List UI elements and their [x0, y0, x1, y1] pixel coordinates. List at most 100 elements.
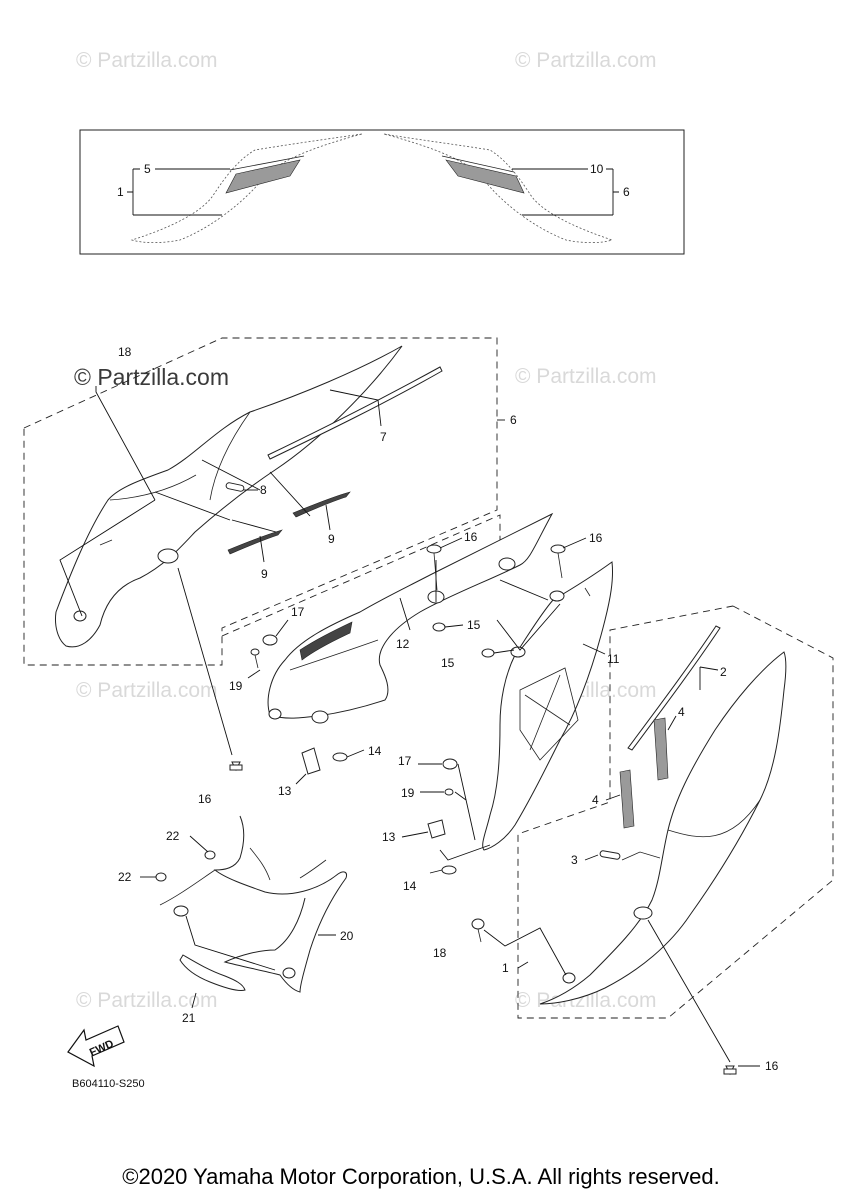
grommet-14-a [332, 752, 348, 762]
callout-9: 9 [328, 532, 335, 546]
leader-line [582, 643, 606, 655]
grommet-14-b [441, 865, 457, 875]
callout-13: 13 [278, 784, 292, 798]
callout-4: 4 [678, 705, 685, 719]
leader-line [201, 459, 311, 517]
collar-17-a [262, 634, 278, 646]
leader-line [605, 794, 621, 801]
leader-line [189, 835, 209, 853]
leader-line [584, 854, 599, 861]
callout-1: 1 [502, 961, 509, 975]
callout-16: 16 [765, 1059, 779, 1073]
leader-line [512, 168, 619, 216]
emblem-9-lower [227, 529, 283, 555]
leader-line [59, 499, 156, 617]
callout-6: 6 [510, 413, 517, 427]
collar-17-b [442, 758, 458, 770]
trim-strip-7 [267, 366, 443, 460]
leader-line [325, 504, 331, 531]
watermark: © Partzilla.com [76, 49, 218, 72]
side-cover-6 [55, 345, 403, 648]
under-cowl-bracket-20 [159, 815, 347, 993]
callout-4: 4 [592, 793, 599, 807]
callout-6: 6 [623, 185, 630, 199]
callout-9: 9 [261, 567, 268, 581]
callout-2: 2 [720, 665, 727, 679]
diagram-code: B604110-S250 [72, 1078, 145, 1090]
leader-line [699, 666, 719, 690]
hose-21 [179, 954, 246, 991]
copyright-notice: ©2020 Yamaha Motor Corporation, U.S.A. A… [122, 1164, 719, 1189]
screw-22-b [155, 872, 167, 882]
nut-13-a [301, 747, 321, 775]
group-outline-cover-6 [23, 337, 498, 666]
callout-18: 18 [433, 946, 447, 960]
callout-1: 1 [117, 185, 124, 199]
callout-19: 19 [229, 679, 243, 693]
leader-line [329, 389, 382, 427]
grommet-15-a [432, 622, 446, 632]
nut-13-b [427, 819, 446, 839]
leader-line [259, 535, 265, 563]
bolt-19-b [444, 788, 454, 796]
side-cover-1 [539, 651, 787, 1005]
callout-16: 16 [198, 792, 212, 806]
leader-line [95, 386, 156, 501]
callout-13: 13 [382, 830, 396, 844]
leader-line [517, 961, 529, 969]
emblem-9-upper [292, 491, 351, 518]
callout-3: 3 [571, 853, 578, 867]
group-outline-cover-1 [517, 605, 834, 1019]
inner-panel-12 [267, 512, 554, 724]
watermark-strong: © Partzilla.com [74, 364, 229, 390]
inset-frame [79, 129, 685, 255]
leader-line [439, 537, 463, 549]
leader-line [177, 567, 233, 756]
leader-line [399, 560, 437, 631]
callout-12: 12 [396, 637, 410, 651]
emblem-4-a [653, 717, 669, 781]
callout-20: 20 [340, 929, 354, 943]
leader-line [295, 773, 307, 785]
leader-line [401, 763, 444, 874]
leader-line [667, 715, 677, 731]
inset-left-side-cover [130, 133, 363, 244]
callout-7: 7 [380, 430, 387, 444]
callout-16: 16 [464, 530, 478, 544]
leader-line [647, 919, 731, 1063]
inset-right-side-cover [383, 133, 614, 244]
callout-19: 19 [401, 786, 415, 800]
callout-15: 15 [467, 618, 481, 632]
callout-11: 11 [607, 652, 620, 666]
screw-16-c [229, 761, 243, 772]
clip-3 [599, 850, 621, 860]
leader-line [444, 624, 464, 628]
callout-21: 21 [182, 1011, 196, 1025]
screw-16-d [723, 1065, 737, 1076]
callout-14: 14 [403, 879, 417, 893]
callout-17: 17 [398, 754, 412, 768]
watermark: © Partzilla.com [76, 679, 218, 702]
clip-8 [225, 482, 245, 492]
leader-line [439, 844, 491, 861]
screw-22-a [204, 850, 216, 860]
callout-14: 14 [368, 744, 382, 758]
watermark: © Partzilla.com [515, 989, 657, 1012]
leader-line [154, 491, 277, 533]
callout-5: 5 [144, 162, 151, 176]
leader-line [493, 649, 515, 654]
leader-line [346, 749, 365, 758]
screw-16-b [550, 544, 566, 579]
trim-strip-2 [627, 625, 721, 751]
fwd-arrow-icon: FWD [67, 1025, 125, 1068]
callout-22: 22 [166, 829, 180, 843]
emblem-4-b [619, 769, 635, 829]
grommet-15-b [481, 648, 495, 658]
watermark: © Partzilla.com [76, 989, 218, 1012]
callout-8: 8 [260, 483, 267, 497]
leader-line [275, 619, 289, 637]
callout-22: 22 [118, 870, 132, 884]
leader-line [247, 669, 261, 679]
leader-line [496, 579, 561, 651]
